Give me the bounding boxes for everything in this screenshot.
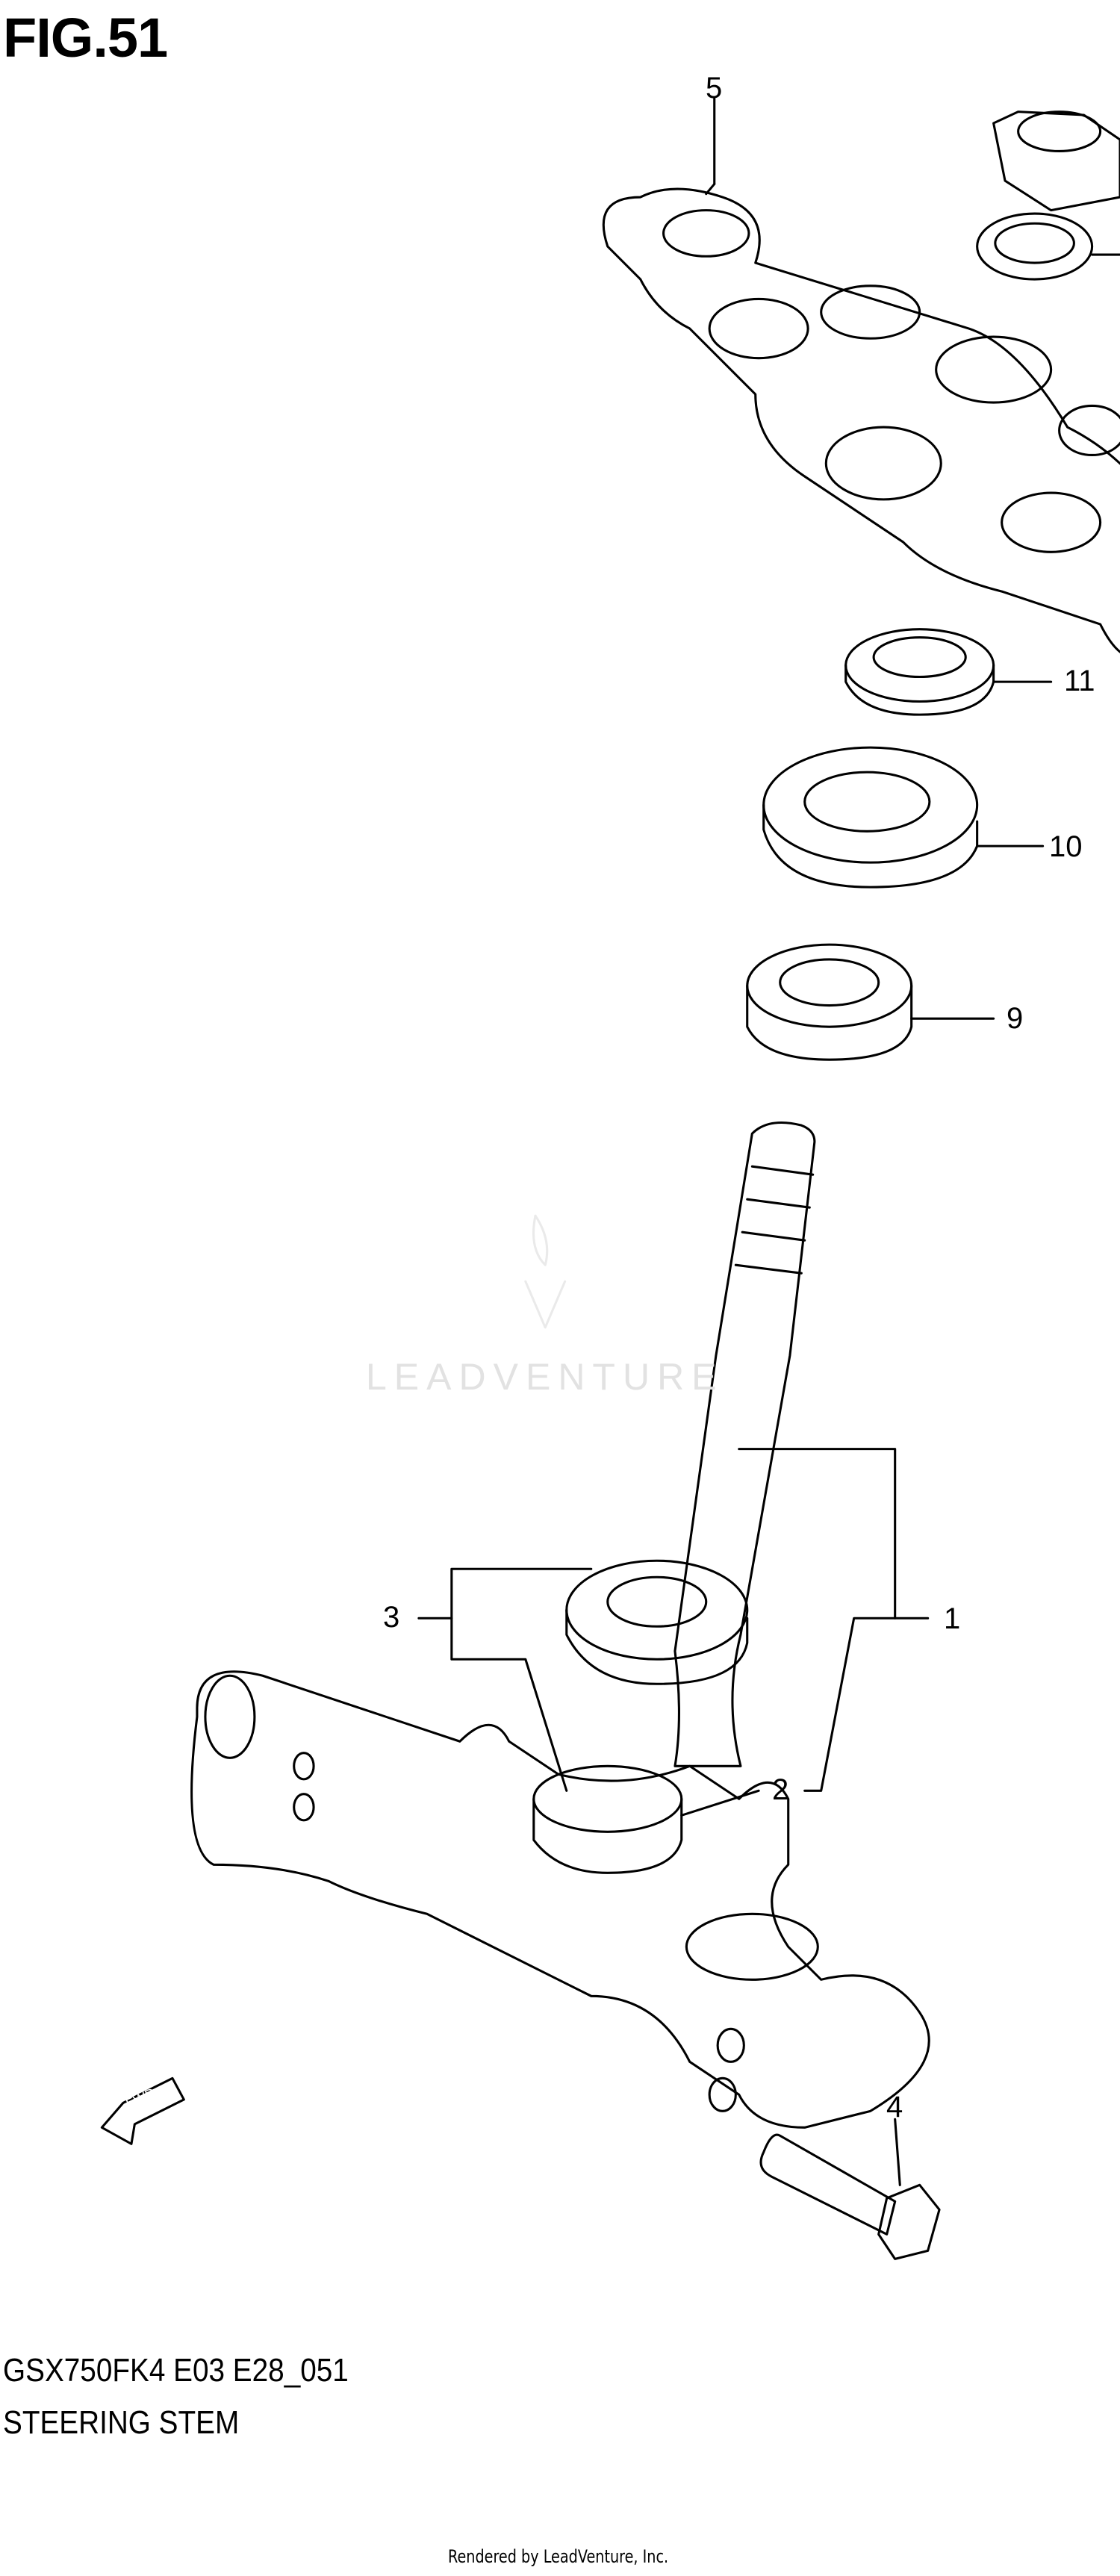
callout-1[interactable]: 1	[944, 1602, 961, 1635]
model-code: GSX750FK4 E03 E28_051	[3, 2352, 349, 2389]
callout-2[interactable]: 2	[772, 1773, 789, 1806]
steering-stem-part-1[interactable]	[190, 1121, 930, 2129]
callout-3[interactable]: 3	[383, 1601, 400, 1634]
bolt-part-4[interactable]	[759, 2118, 941, 2260]
fwd-arrow-icon	[100, 2076, 185, 2145]
seal-part-3[interactable]	[417, 1559, 749, 1792]
callout-4[interactable]: 4	[886, 2091, 903, 2124]
watermark-logo	[524, 1214, 567, 1329]
callout-9[interactable]: 9	[1007, 1002, 1024, 1035]
stem-nut-cap[interactable]	[992, 111, 1120, 212]
callout-11[interactable]: 11	[1064, 665, 1095, 697]
rendered-by-credit: Rendered by LeadVenture, Inc.	[448, 2546, 669, 2567]
callout-5[interactable]: 5	[706, 72, 723, 105]
lock-nut-part-11[interactable]	[844, 628, 1053, 716]
callout-10[interactable]: 10	[1049, 830, 1083, 863]
figure-title: FIG.51	[3, 7, 168, 69]
lower-bearing-part-2[interactable]	[532, 1764, 760, 1874]
section-name: STEERING STEM	[3, 2404, 240, 2441]
bearing-part-9[interactable]	[746, 943, 995, 1061]
watermark-text: LEADVENTURE	[366, 1356, 724, 1398]
washer-top[interactable]	[976, 212, 1120, 281]
upper-bracket-part-5[interactable]	[602, 97, 1120, 657]
dust-seal-part-10[interactable]	[762, 746, 1045, 889]
